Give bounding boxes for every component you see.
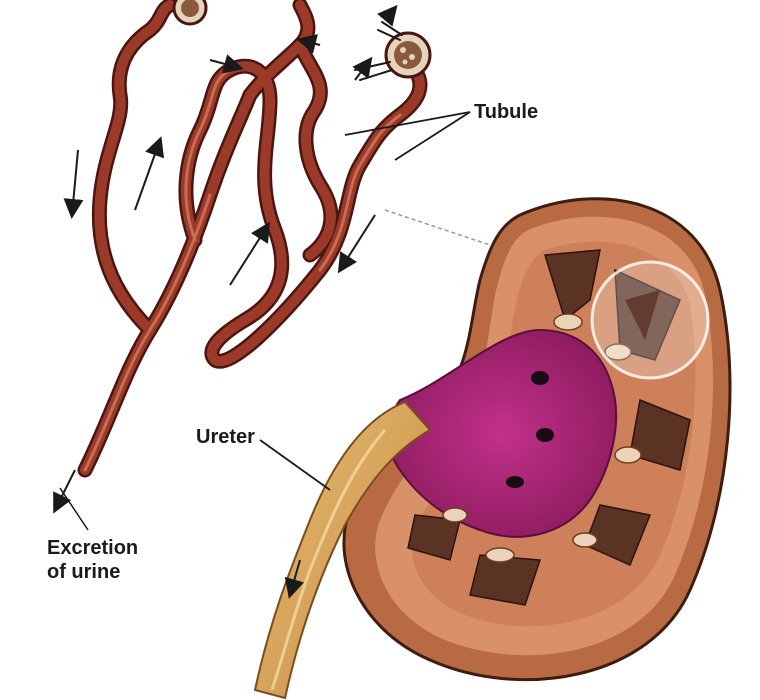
flow-arrow <box>63 149 84 219</box>
pyramid <box>544 249 601 322</box>
renal-pelvis <box>387 328 618 538</box>
zoom-connector <box>384 209 521 256</box>
pyramid <box>469 554 542 606</box>
excretion-label-line2: of urine <box>47 561 121 583</box>
flow-arrow <box>296 34 321 54</box>
ureter <box>253 400 432 700</box>
flow-arrow <box>337 214 376 274</box>
nephron-tubules <box>77 0 432 478</box>
flow-arrow <box>352 56 373 81</box>
flow-arrow <box>377 4 398 27</box>
ureter-flow-arrow <box>284 559 305 599</box>
tubule-pointers <box>344 111 471 161</box>
flow-arrows <box>53 4 398 514</box>
glomerulus-right <box>384 31 432 79</box>
pyramid <box>629 398 691 471</box>
ureter-label: Ureter <box>196 426 255 448</box>
kidney <box>342 197 732 682</box>
ureter-pointer <box>259 439 331 491</box>
pyramid <box>584 504 652 567</box>
excretion-label-line1: Excretion <box>47 537 139 559</box>
excretion-label: Excretion of urine <box>47 536 138 584</box>
excretion-pointer <box>59 487 89 531</box>
flow-arrow <box>229 221 271 286</box>
flow-arrow <box>209 54 244 74</box>
glomerulus-top <box>172 0 208 26</box>
tubule-label: Tubule <box>474 101 539 123</box>
excretion-arrow <box>53 469 76 514</box>
flow-arrow <box>134 136 165 211</box>
renal-pyramids <box>407 249 691 606</box>
